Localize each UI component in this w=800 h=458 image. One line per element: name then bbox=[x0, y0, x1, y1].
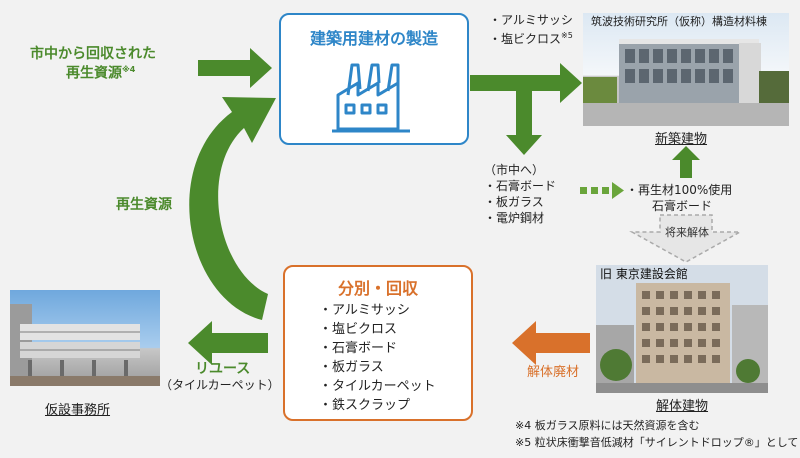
reuse-label: リユース bbox=[195, 361, 251, 377]
note-mark-4: ※4 bbox=[122, 65, 136, 74]
temp-office-caption: 仮設事務所 bbox=[45, 403, 111, 418]
output-item-pvc: ・塩ビクロス※5 bbox=[489, 31, 573, 46]
old-building-illustration bbox=[596, 283, 768, 393]
manufacturing-title: 建築用建材の製造 bbox=[309, 29, 438, 48]
input-label-line1: 市中から回収された bbox=[30, 46, 156, 62]
market-list: （市中へ） ・石膏ボード ・板ガラス ・電炉鋼材 bbox=[484, 162, 556, 226]
recycled-material-line1: ・再生材100%使用 bbox=[626, 183, 733, 197]
factory-icon bbox=[332, 63, 410, 133]
demolition-waste-arrow bbox=[512, 321, 590, 365]
future-demolition-arrow bbox=[629, 214, 743, 263]
manufacturing-box: 建築用建材の製造 bbox=[279, 13, 469, 145]
sorting-list: ・アルミサッシ ・塩ビクロス ・石膏ボード ・板ガラス ・タイルカーペット ・鉄… bbox=[319, 301, 436, 415]
input-label-text: 再生資源 bbox=[66, 65, 122, 82]
sorting-box: 分別・回収 ・アルミサッシ ・塩ビクロス ・石膏ボード ・板ガラス ・タイルカー… bbox=[283, 265, 473, 421]
demolition-waste-label: 解体廃材 bbox=[527, 365, 580, 380]
outputs-top-list: ・アルミサッシ ・塩ビクロス※5 bbox=[489, 12, 573, 47]
dashed-arrow-recycled bbox=[580, 182, 624, 199]
sorting-title: 分別・回収 bbox=[337, 279, 418, 298]
temp-office-illustration bbox=[10, 304, 160, 386]
cycle-label: 再生資源 bbox=[116, 197, 172, 213]
new-building-illustration bbox=[583, 39, 789, 126]
input-arrow bbox=[198, 48, 272, 88]
up-arrow-to-new-building bbox=[672, 146, 700, 178]
sorting-item: ・塩ビクロス bbox=[319, 322, 398, 337]
market-header: （市中へ） bbox=[484, 163, 545, 177]
note-mark-5: ※5 bbox=[561, 31, 573, 40]
old-building-photo-title: 旧 東京建設会館 bbox=[600, 267, 688, 281]
market-item-glass: ・板ガラス bbox=[484, 195, 544, 209]
recycle-curved-arrow bbox=[189, 97, 276, 320]
market-item-gypsum: ・石膏ボード bbox=[484, 179, 557, 193]
output-arrow-to-market bbox=[506, 91, 542, 155]
sorting-item: ・石膏ボード bbox=[319, 341, 398, 356]
sorting-item: ・タイルカーペット bbox=[319, 379, 436, 394]
old-building-caption: 解体建物 bbox=[656, 399, 709, 414]
new-building-photo: 筑波技術研究所（仮称）構造材料棟 bbox=[583, 13, 789, 126]
old-building-photo: 旧 東京建設会館 bbox=[596, 265, 768, 393]
output-item-aluminum: ・アルミサッシ bbox=[489, 13, 573, 27]
new-building-caption: 新築建物 bbox=[655, 132, 708, 147]
footnote-5: ※5 粒状床衝撃音低減材「サイレントドロップ®」として bbox=[515, 436, 799, 449]
temp-office-photo bbox=[10, 290, 160, 386]
reuse-sublabel: （タイルカーペット） bbox=[160, 378, 280, 392]
output-arrow-to-new-building bbox=[470, 63, 582, 103]
new-building-photo-title: 筑波技術研究所（仮称）構造材料棟 bbox=[591, 15, 767, 28]
footnote-4: ※4 板ガラス原料には天然資源を含む bbox=[515, 419, 700, 432]
future-demolition-label: 将来解体 bbox=[665, 226, 709, 239]
input-label-line2: 再生資源※4 bbox=[66, 65, 135, 83]
recycled-material-line2: 石膏ボード bbox=[652, 199, 713, 213]
reuse-arrow bbox=[188, 321, 268, 365]
sorting-item: ・板ガラス bbox=[319, 360, 384, 375]
sorting-item: ・アルミサッシ bbox=[319, 303, 410, 318]
market-item-steel: ・電炉鋼材 bbox=[484, 211, 545, 225]
sorting-item: ・鉄スクラップ bbox=[319, 398, 411, 413]
